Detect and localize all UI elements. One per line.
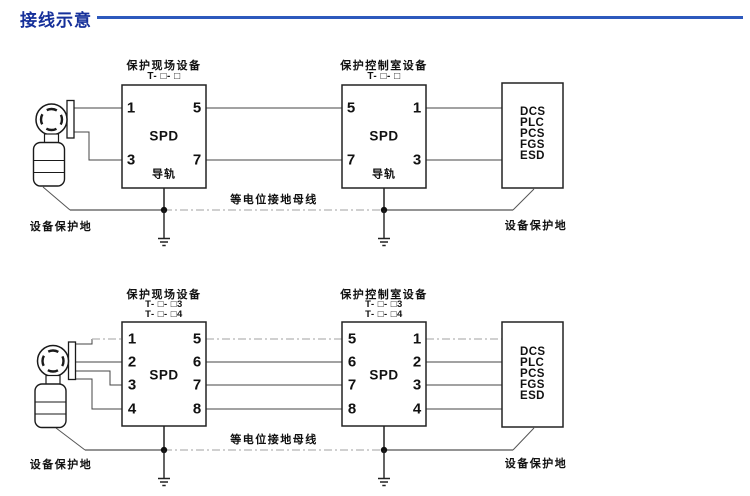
system-name: PLC xyxy=(520,357,545,369)
control-room-model-3: T- □- □3 xyxy=(365,299,403,310)
title-rule xyxy=(97,16,743,19)
system-name: PCS xyxy=(520,128,545,140)
equipotential-bus-label-bottom: 等电位接地母线 xyxy=(230,434,318,446)
control-systems-list-bottom: DCS PLC PCS FGS ESD xyxy=(520,346,546,402)
system-name: DCS xyxy=(520,106,546,118)
control-room-model-4: T- □- □4 xyxy=(365,309,403,320)
terminal-number: 7 xyxy=(347,376,357,394)
terminal-number: 7 xyxy=(346,151,356,169)
control-room-caption-top: 保护控制室设备 xyxy=(340,60,428,72)
terminal-number: 8 xyxy=(192,400,202,418)
control-systems-list-top: DCS PLC PCS FGS ESD xyxy=(520,106,546,162)
ground-symbol xyxy=(378,210,390,247)
terminal-number: 6 xyxy=(347,353,357,371)
terminal-number: 3 xyxy=(126,151,136,169)
terminal-number: 3 xyxy=(412,376,422,394)
ground-symbol xyxy=(158,210,170,247)
terminal-number: 4 xyxy=(412,400,422,418)
spd-room-box-top xyxy=(341,84,427,189)
spd-field-box-bottom xyxy=(121,321,207,427)
terminal-number: 7 xyxy=(192,151,202,169)
terminal-number: 2 xyxy=(127,353,137,371)
diagram-bottom-lines xyxy=(33,321,564,487)
rail-label: 导轨 xyxy=(372,168,396,181)
control-systems-box-top xyxy=(501,82,564,189)
terminal-number: 1 xyxy=(127,330,137,348)
terminal-number: 1 xyxy=(412,99,422,117)
field-device-model-top: T- □- □ xyxy=(147,71,181,82)
field-device-model-4: T- □- □4 xyxy=(145,309,183,320)
spd-room-box-bottom xyxy=(341,321,427,427)
control-systems-box-bottom xyxy=(501,321,564,428)
ground-symbol xyxy=(158,450,170,487)
page-title: 接线示意 xyxy=(20,11,92,30)
field-device-model-3: T- □- □3 xyxy=(145,299,183,310)
terminal-number: 8 xyxy=(347,400,357,418)
terminal-number: 5 xyxy=(346,99,356,117)
protective-earth-label-right-top: 设备保护地 xyxy=(504,220,568,232)
system-name: FGS xyxy=(520,379,545,391)
terminal-number: 4 xyxy=(127,400,137,418)
terminal-number: 3 xyxy=(127,376,137,394)
system-name: PCS xyxy=(520,368,545,380)
transmitter-icon xyxy=(33,340,77,429)
terminal-number: 3 xyxy=(412,151,422,169)
field-device-caption-top: 保护现场设备 xyxy=(126,60,202,72)
control-room-model-top: T- □- □ xyxy=(367,71,401,82)
terminal-number: 1 xyxy=(412,330,422,348)
terminal-number: 5 xyxy=(347,330,357,348)
system-name: PLC xyxy=(520,117,545,129)
field-device-caption-bottom: 保护现场设备 xyxy=(126,289,202,301)
equipotential-bus-label-top: 等电位接地母线 xyxy=(230,194,318,206)
protective-earth-label-left-top: 设备保护地 xyxy=(29,221,93,233)
spd-name-label: SPD xyxy=(149,128,179,144)
terminal-number: 1 xyxy=(126,99,136,117)
terminal-number: 7 xyxy=(192,376,202,394)
spd-name-label: SPD xyxy=(369,367,399,383)
control-room-caption-bottom: 保护控制室设备 xyxy=(340,289,428,301)
ground-symbol xyxy=(378,450,390,487)
protective-earth-label-right-bottom: 设备保护地 xyxy=(504,458,568,470)
terminal-number: 2 xyxy=(412,353,422,371)
system-name: ESD xyxy=(520,390,545,402)
terminal-number: 5 xyxy=(192,330,202,348)
spd-field-box-top xyxy=(121,84,207,189)
spd-name-label: SPD xyxy=(369,128,399,144)
rail-label: 导轨 xyxy=(152,168,176,181)
terminal-number: 5 xyxy=(192,99,202,117)
spd-name-label: SPD xyxy=(149,367,179,383)
system-name: ESD xyxy=(520,150,545,162)
system-name: FGS xyxy=(520,139,545,151)
terminal-number: 6 xyxy=(192,353,202,371)
transmitter-icon xyxy=(32,99,76,188)
protective-earth-label-left-bottom: 设备保护地 xyxy=(29,459,93,471)
system-name: DCS xyxy=(520,346,546,358)
diagram-top-lines xyxy=(32,82,564,247)
